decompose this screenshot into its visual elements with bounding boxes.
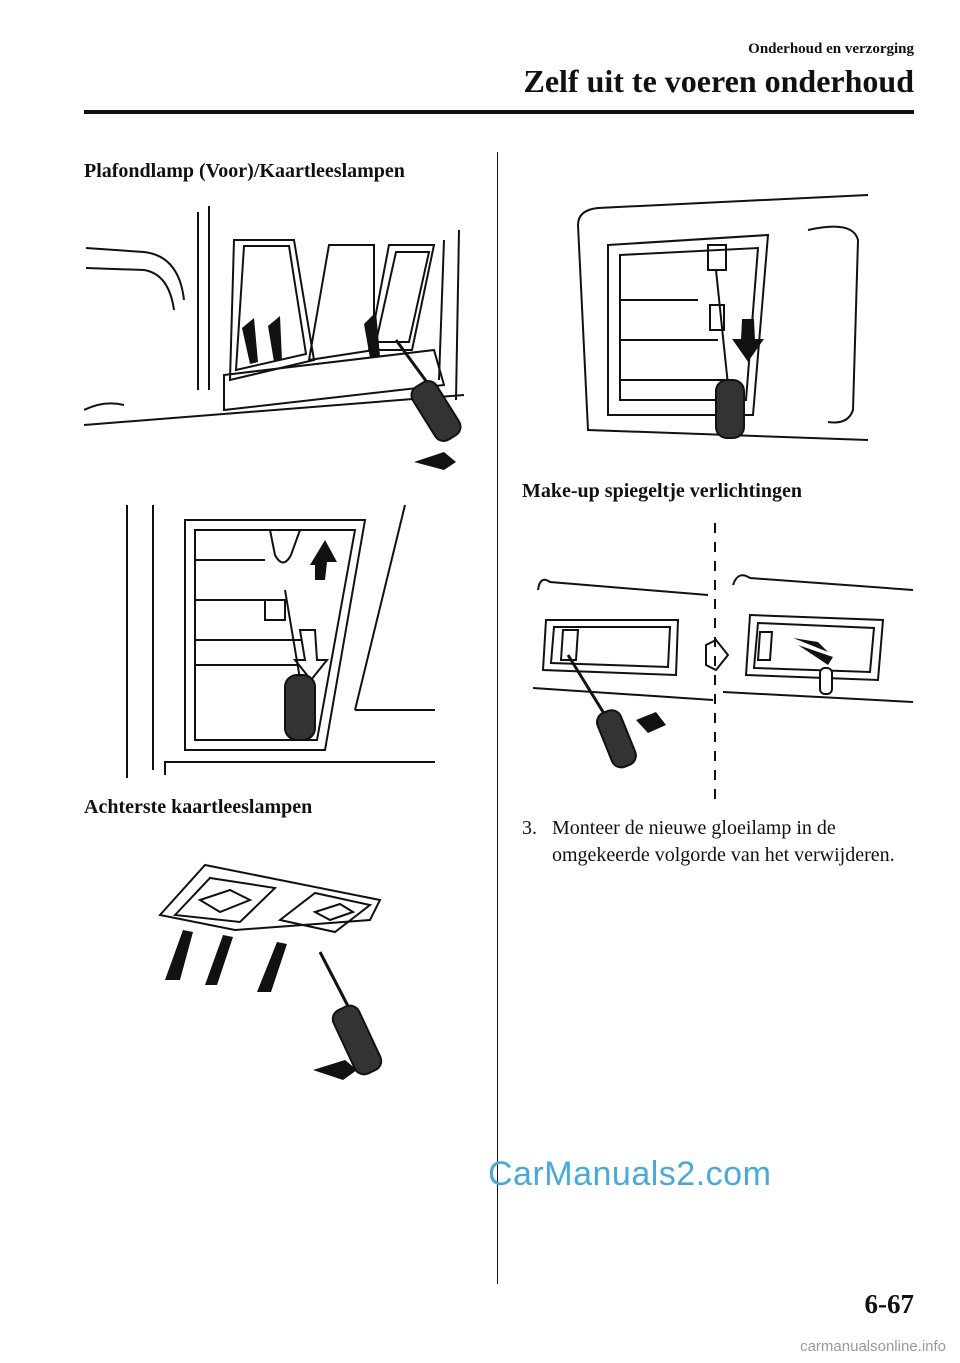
lamp-bulb-removal-illustration bbox=[577, 194, 869, 441]
vanity-mirror-lamp-illustration bbox=[532, 523, 914, 800]
column-divider bbox=[497, 152, 498, 1284]
step-number: 3. bbox=[522, 817, 537, 839]
heading-rear-map-lamps: Achterste kaartleeslampen bbox=[84, 796, 313, 818]
page-title: Zelf uit te voeren onderhoud bbox=[523, 63, 914, 99]
rear-map-lamp-illustration bbox=[158, 863, 383, 1080]
page-number: 6-67 bbox=[864, 1289, 915, 1319]
lamp-lens-removal-illustration bbox=[126, 504, 435, 778]
heading-front-map-lamps: Plafondlamp (Voor)/Kaartleeslampen bbox=[84, 160, 405, 182]
footer-url: carmanualsonline.info bbox=[800, 1338, 946, 1355]
page-header: Onderhoud en verzorging Zelf uit te voer… bbox=[523, 40, 914, 100]
header-rule bbox=[84, 110, 914, 114]
heading-vanity-mirror-lamps: Make-up spiegeltje verlichtingen bbox=[522, 480, 802, 502]
watermark-logo: CarManuals2.com bbox=[488, 1155, 772, 1193]
front-console-removal-illustration bbox=[84, 206, 465, 470]
step-text: Monteer de nieuwe gloeilamp in de omgeke… bbox=[552, 817, 895, 866]
section-label: Onderhoud en verzorging bbox=[748, 41, 914, 57]
